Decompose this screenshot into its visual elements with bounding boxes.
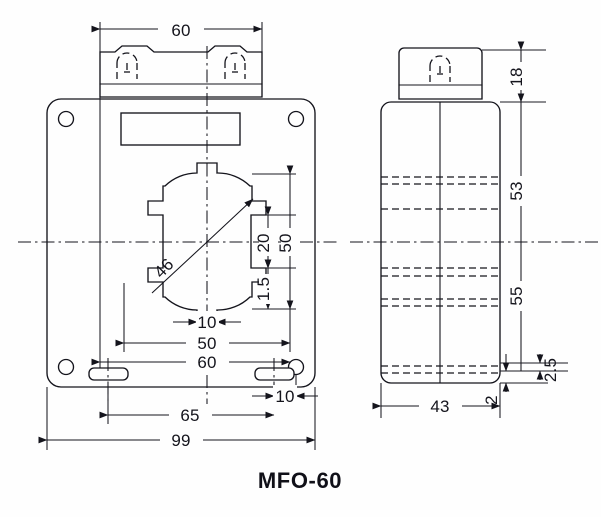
mounting-slot-right (254, 358, 295, 402)
side-hidden-bands (381, 176, 500, 374)
dim-label-50-right: 50 (276, 233, 295, 252)
dim-label-50-chain: 50 (197, 334, 216, 353)
dim-label-10-center: 10 (197, 313, 216, 332)
terminal-screw-left-hidden (116, 52, 138, 79)
dim-label-99: 99 (171, 431, 190, 450)
dim-side-upper-height: 53 (507, 102, 531, 242)
dim-side-foot-detail: 2 2.5 (482, 354, 568, 405)
side-terminal-screw-hidden (429, 55, 451, 82)
dim-slot-edge-offset: 10 (252, 375, 318, 406)
front-view: 60 (18, 18, 601, 450)
dim-label-2: 2 (482, 395, 501, 405)
dim-side-width: 43 (372, 383, 501, 418)
side-view: 18 53 55 2 2.5 (372, 41, 568, 418)
dim-side-lower-height: 55 (507, 242, 531, 371)
mounting-hole-top-right (287, 110, 305, 128)
mounting-hole-top-left (57, 110, 75, 128)
dim-label-20: 20 (254, 233, 273, 252)
terminal-block (99, 45, 263, 98)
dim-overall-width: 99 (38, 387, 316, 450)
side-terminal-block (398, 47, 483, 100)
dim-label-2-5: 2.5 (541, 358, 560, 382)
mounting-slot-left (88, 358, 129, 402)
dim-side-terminal-height: 18 (482, 41, 546, 103)
dim-label-65: 65 (180, 406, 199, 425)
dim-label-1-5: 1.5 (254, 277, 273, 301)
drawing-title: MFO-60 (258, 468, 342, 493)
dim-label-55: 55 (507, 286, 526, 305)
dim-lower-chain: 10 50 60 (91, 97, 291, 372)
dim-label-43: 43 (430, 397, 449, 416)
dim-label-60-chain: 60 (197, 353, 216, 372)
nameplate-rectangle (120, 112, 241, 146)
front-body-outline (46, 98, 316, 388)
dim-slot-centers: 65 (99, 385, 275, 425)
dim-label-18: 18 (507, 67, 526, 86)
terminal-screw-right-hidden (224, 52, 246, 79)
dim-label-53: 53 (507, 181, 526, 200)
side-body-outline (380, 101, 501, 384)
dim-label-10-right: 10 (275, 387, 294, 406)
dim-aperture-vertical-group: 20 1.5 50 (252, 165, 300, 310)
mounting-hole-bottom-left (57, 358, 75, 376)
dim-label-60-top: 60 (171, 21, 190, 40)
center-aperture (147, 162, 267, 321)
dim-front-top-width: 60 (91, 18, 263, 52)
